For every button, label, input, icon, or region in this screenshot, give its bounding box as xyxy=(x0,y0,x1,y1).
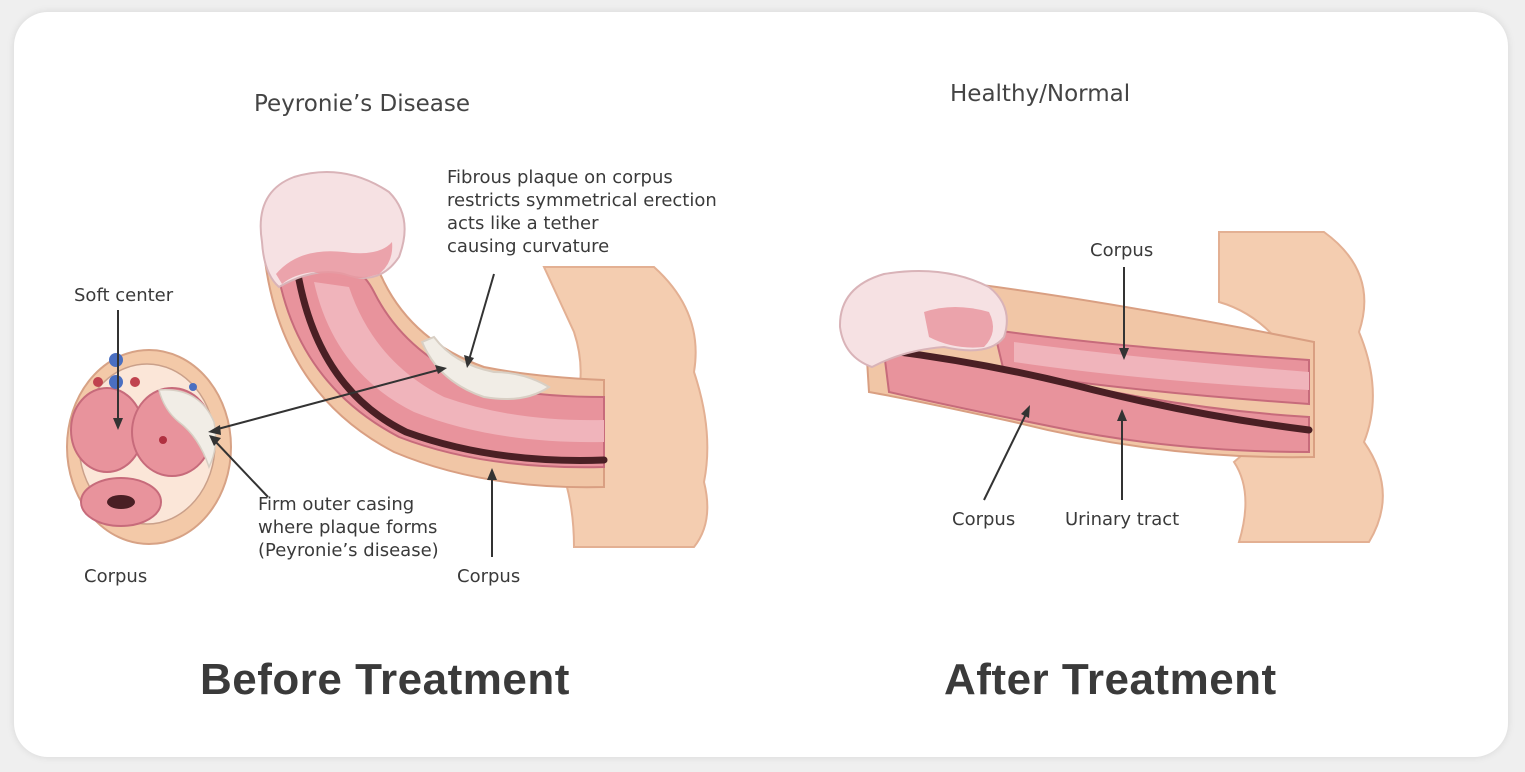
outer-casing-label: Firm outer casing where plaque forms (Pe… xyxy=(258,494,439,561)
after-glans-inner xyxy=(924,307,993,348)
before-corpus-tissue xyxy=(274,255,605,469)
after-urethra xyxy=(880,346,1313,434)
before-corpus-band xyxy=(314,282,604,443)
cross-section-vessel-5 xyxy=(189,383,197,391)
after-leader-lines xyxy=(983,267,1125,501)
cross-section-vessel-3 xyxy=(93,377,103,387)
plaque-label: Fibrous plaque on corpus restricts symme… xyxy=(447,167,717,257)
after-caption: After Treatment xyxy=(944,655,1277,704)
before-caption: Before Treatment xyxy=(200,655,570,704)
before-arrowheads xyxy=(113,355,497,480)
corpus-top-label: Corpus xyxy=(1090,240,1154,261)
before-glans-inner xyxy=(276,242,393,284)
cross-section-plaque xyxy=(158,389,217,469)
cross-section-urethra xyxy=(107,495,135,509)
urinary-tract-label: Urinary tract xyxy=(1065,509,1180,530)
cross-section-vessel-2 xyxy=(109,375,123,389)
corpus-cross-label: Corpus xyxy=(84,566,148,587)
cross-section-vessel-1 xyxy=(109,353,123,367)
cross-section-spot xyxy=(159,436,167,444)
anatomy-illustration xyxy=(66,171,1384,557)
before-urethra xyxy=(292,258,608,464)
corpus-bottom-label: Corpus xyxy=(952,509,1016,530)
after-title: Healthy/Normal xyxy=(950,81,1131,107)
soft-center-label: Soft center xyxy=(74,285,174,306)
before-title: Peyronie’s Disease xyxy=(254,91,471,117)
after-arrowheads xyxy=(1021,348,1129,421)
corpus-side-label: Corpus xyxy=(457,566,521,587)
comparison-card: Peyronie’s Disease Fibrous plaque on cor… xyxy=(14,12,1508,757)
cross-section-vessel-4 xyxy=(130,377,140,387)
before-leader-lines xyxy=(117,273,495,557)
after-corpus-upper-band xyxy=(1014,342,1309,390)
